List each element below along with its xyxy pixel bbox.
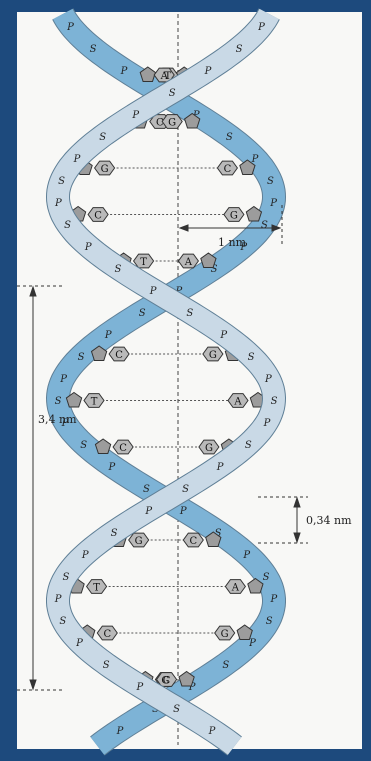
strand-b-sugar-label: S: [143, 484, 150, 495]
strand-b-sugar-label: S: [55, 396, 62, 407]
strand-b-sugar-label: S: [266, 616, 273, 627]
strand-a-phosphate-label: P: [257, 22, 265, 33]
base-left-letter: C: [115, 350, 123, 361]
rise-arrowhead-top: [294, 498, 300, 507]
turn-length-arrowhead-top: [30, 287, 36, 296]
base-right-letter: C: [163, 676, 171, 687]
strand-b-phosphate-label: P: [116, 726, 124, 737]
strand-a-phosphate-label: P: [131, 110, 139, 121]
base-left-letter: C: [156, 118, 164, 129]
strand-a-sugar-label: S: [245, 440, 252, 451]
strand-a-phosphate-label: P: [54, 198, 62, 209]
width-arrowhead-left: [180, 225, 188, 231]
strand-b-sugar-label: S: [90, 44, 97, 55]
base-left-letter: T: [91, 397, 98, 408]
strand-b-phosphate-label: P: [179, 506, 187, 517]
width-label: 1 nm: [218, 236, 247, 249]
strand-a-sugar-label: S: [58, 176, 65, 187]
rise-dimension: [258, 497, 308, 543]
strand-b-phosphate-label: P: [66, 22, 74, 33]
strand-a-phosphate-label: P: [208, 726, 216, 737]
strand-a-sugar-label: S: [103, 660, 110, 671]
strand-a-sugar-label: S: [114, 264, 121, 275]
strand-a-phosphate-label: P: [84, 242, 92, 253]
turn-length-arrowhead-bottom: [30, 680, 36, 689]
base-left-letter: C: [104, 629, 112, 640]
strand-a-sugar-label: S: [173, 704, 180, 715]
strand-a-phosphate-label: P: [54, 594, 62, 605]
base-right-letter: G: [205, 443, 213, 454]
strand-a-sugar-label: S: [62, 572, 69, 583]
base-left-letter: C: [94, 211, 102, 222]
strand-a-phosphate-label: P: [263, 418, 271, 429]
strand-a-sugar-label: S: [271, 396, 278, 407]
strand-a-phosphate-label: P: [264, 374, 272, 385]
strand-a-phosphate-label: P: [75, 638, 83, 649]
base-right-letter: G: [168, 118, 176, 129]
strand-a-phosphate-label: P: [73, 154, 81, 165]
strand-a-sugar-label: S: [59, 616, 66, 627]
strand-b-phosphate-label: P: [269, 198, 277, 209]
base-right-letter: A: [184, 257, 193, 268]
strand-b-phosphate-label: P: [59, 374, 67, 385]
strand-b-sugar-label: S: [80, 440, 87, 451]
strand-b-sugar-label: S: [226, 132, 233, 143]
strand-b-phosphate-label: P: [270, 594, 278, 605]
strand-a-phosphate-label: P: [149, 286, 157, 297]
base-left-letter: T: [140, 257, 147, 268]
strand-b-sugar-label: S: [222, 660, 229, 671]
base-right-letter: G: [221, 629, 229, 640]
strand-a-sugar-label: S: [99, 132, 106, 143]
strand-b-phosphate-label: P: [108, 462, 116, 473]
rise-label: 0,34 nm: [306, 514, 352, 527]
base-left-letter: C: [119, 443, 127, 454]
strand-a-phosphate-label: P: [204, 66, 212, 77]
base-right-letter: A: [231, 583, 240, 594]
strand-a-phosphate-label: P: [216, 462, 224, 473]
base-left-letter: T: [93, 583, 100, 594]
strand-b-phosphate-label: P: [242, 550, 250, 561]
strand-a-sugar-label: S: [186, 308, 193, 319]
strand-a-sugar-label: S: [111, 528, 118, 539]
strand-b-phosphate-label: P: [120, 66, 128, 77]
strand-a-sugar-label: S: [64, 220, 71, 231]
strand-a-sugar-label: S: [236, 44, 243, 55]
base-right-letter: A: [233, 397, 242, 408]
base-right-letter: A: [160, 71, 169, 82]
rise-arrowhead-bottom: [294, 533, 300, 542]
strand-b-sugar-label: S: [267, 176, 274, 187]
strand-a-sugar-label: S: [182, 484, 189, 495]
strand-a-phosphate-label: P: [81, 550, 89, 561]
turn-length-label: 3,4 nm: [38, 413, 77, 426]
strand-b-sugar-label: S: [261, 220, 268, 231]
base-right-letter: G: [209, 350, 217, 361]
strand-a-phosphate-label: P: [144, 506, 152, 517]
strand-b-phosphate-label: P: [104, 330, 112, 341]
strand-a-sugar-label: S: [169, 88, 176, 99]
strand-a-sugar-label: S: [248, 352, 255, 363]
base-right-letter: G: [230, 211, 238, 222]
strand-b-sugar-label: S: [78, 352, 85, 363]
strand-b-sugar-label: S: [139, 308, 146, 319]
base-right-letter: C: [224, 164, 232, 175]
base-pair: GC: [77, 160, 255, 175]
strand-a-phosphate-label: P: [219, 330, 227, 341]
sugar-ring: [246, 207, 261, 222]
base-left-letter: G: [135, 536, 143, 547]
base-left-letter: G: [101, 164, 109, 175]
strand-b-sugar-label: S: [263, 572, 270, 583]
strand-a-phosphate-label: P: [136, 682, 144, 693]
base-right-letter: C: [190, 536, 198, 547]
